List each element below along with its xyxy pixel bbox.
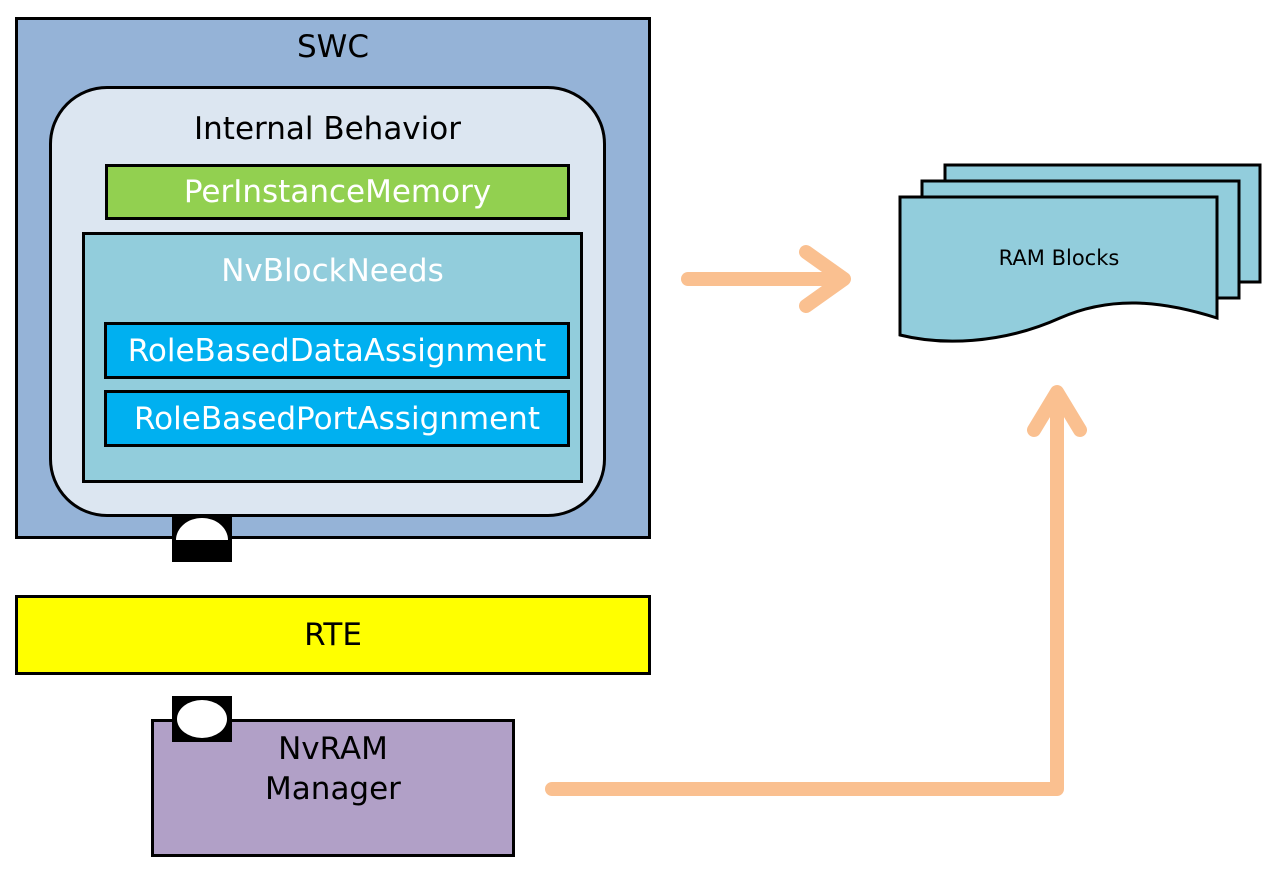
ram-blocks-label: RAM Blocks [998, 246, 1120, 270]
nv-block-needs-label: NvBlockNeeds [221, 253, 444, 289]
nvram-manager-line1: NvRAM [278, 731, 388, 767]
arrow-nvram-manager-to-ram-blocks [545, 385, 1087, 796]
arrow-swc-to-ram-blocks [681, 245, 851, 313]
rte-box: RTE [15, 595, 651, 675]
per-instance-memory-box: PerInstanceMemory [105, 164, 570, 220]
nvram-manager-line2: Manager [265, 770, 401, 807]
ram-blocks-stack [898, 163, 1262, 343]
role-based-port-assignment-box: RoleBasedPortAssignment [104, 390, 570, 447]
internal-behavior-label: Internal Behavior [194, 111, 461, 147]
ram-block-front [898, 195, 1219, 343]
swc-port-icon [172, 516, 232, 562]
nvram-manager-port-icon [172, 696, 232, 742]
swc-label: SWC [297, 29, 369, 65]
role-based-data-assignment-box: RoleBasedDataAssignment [104, 322, 570, 379]
